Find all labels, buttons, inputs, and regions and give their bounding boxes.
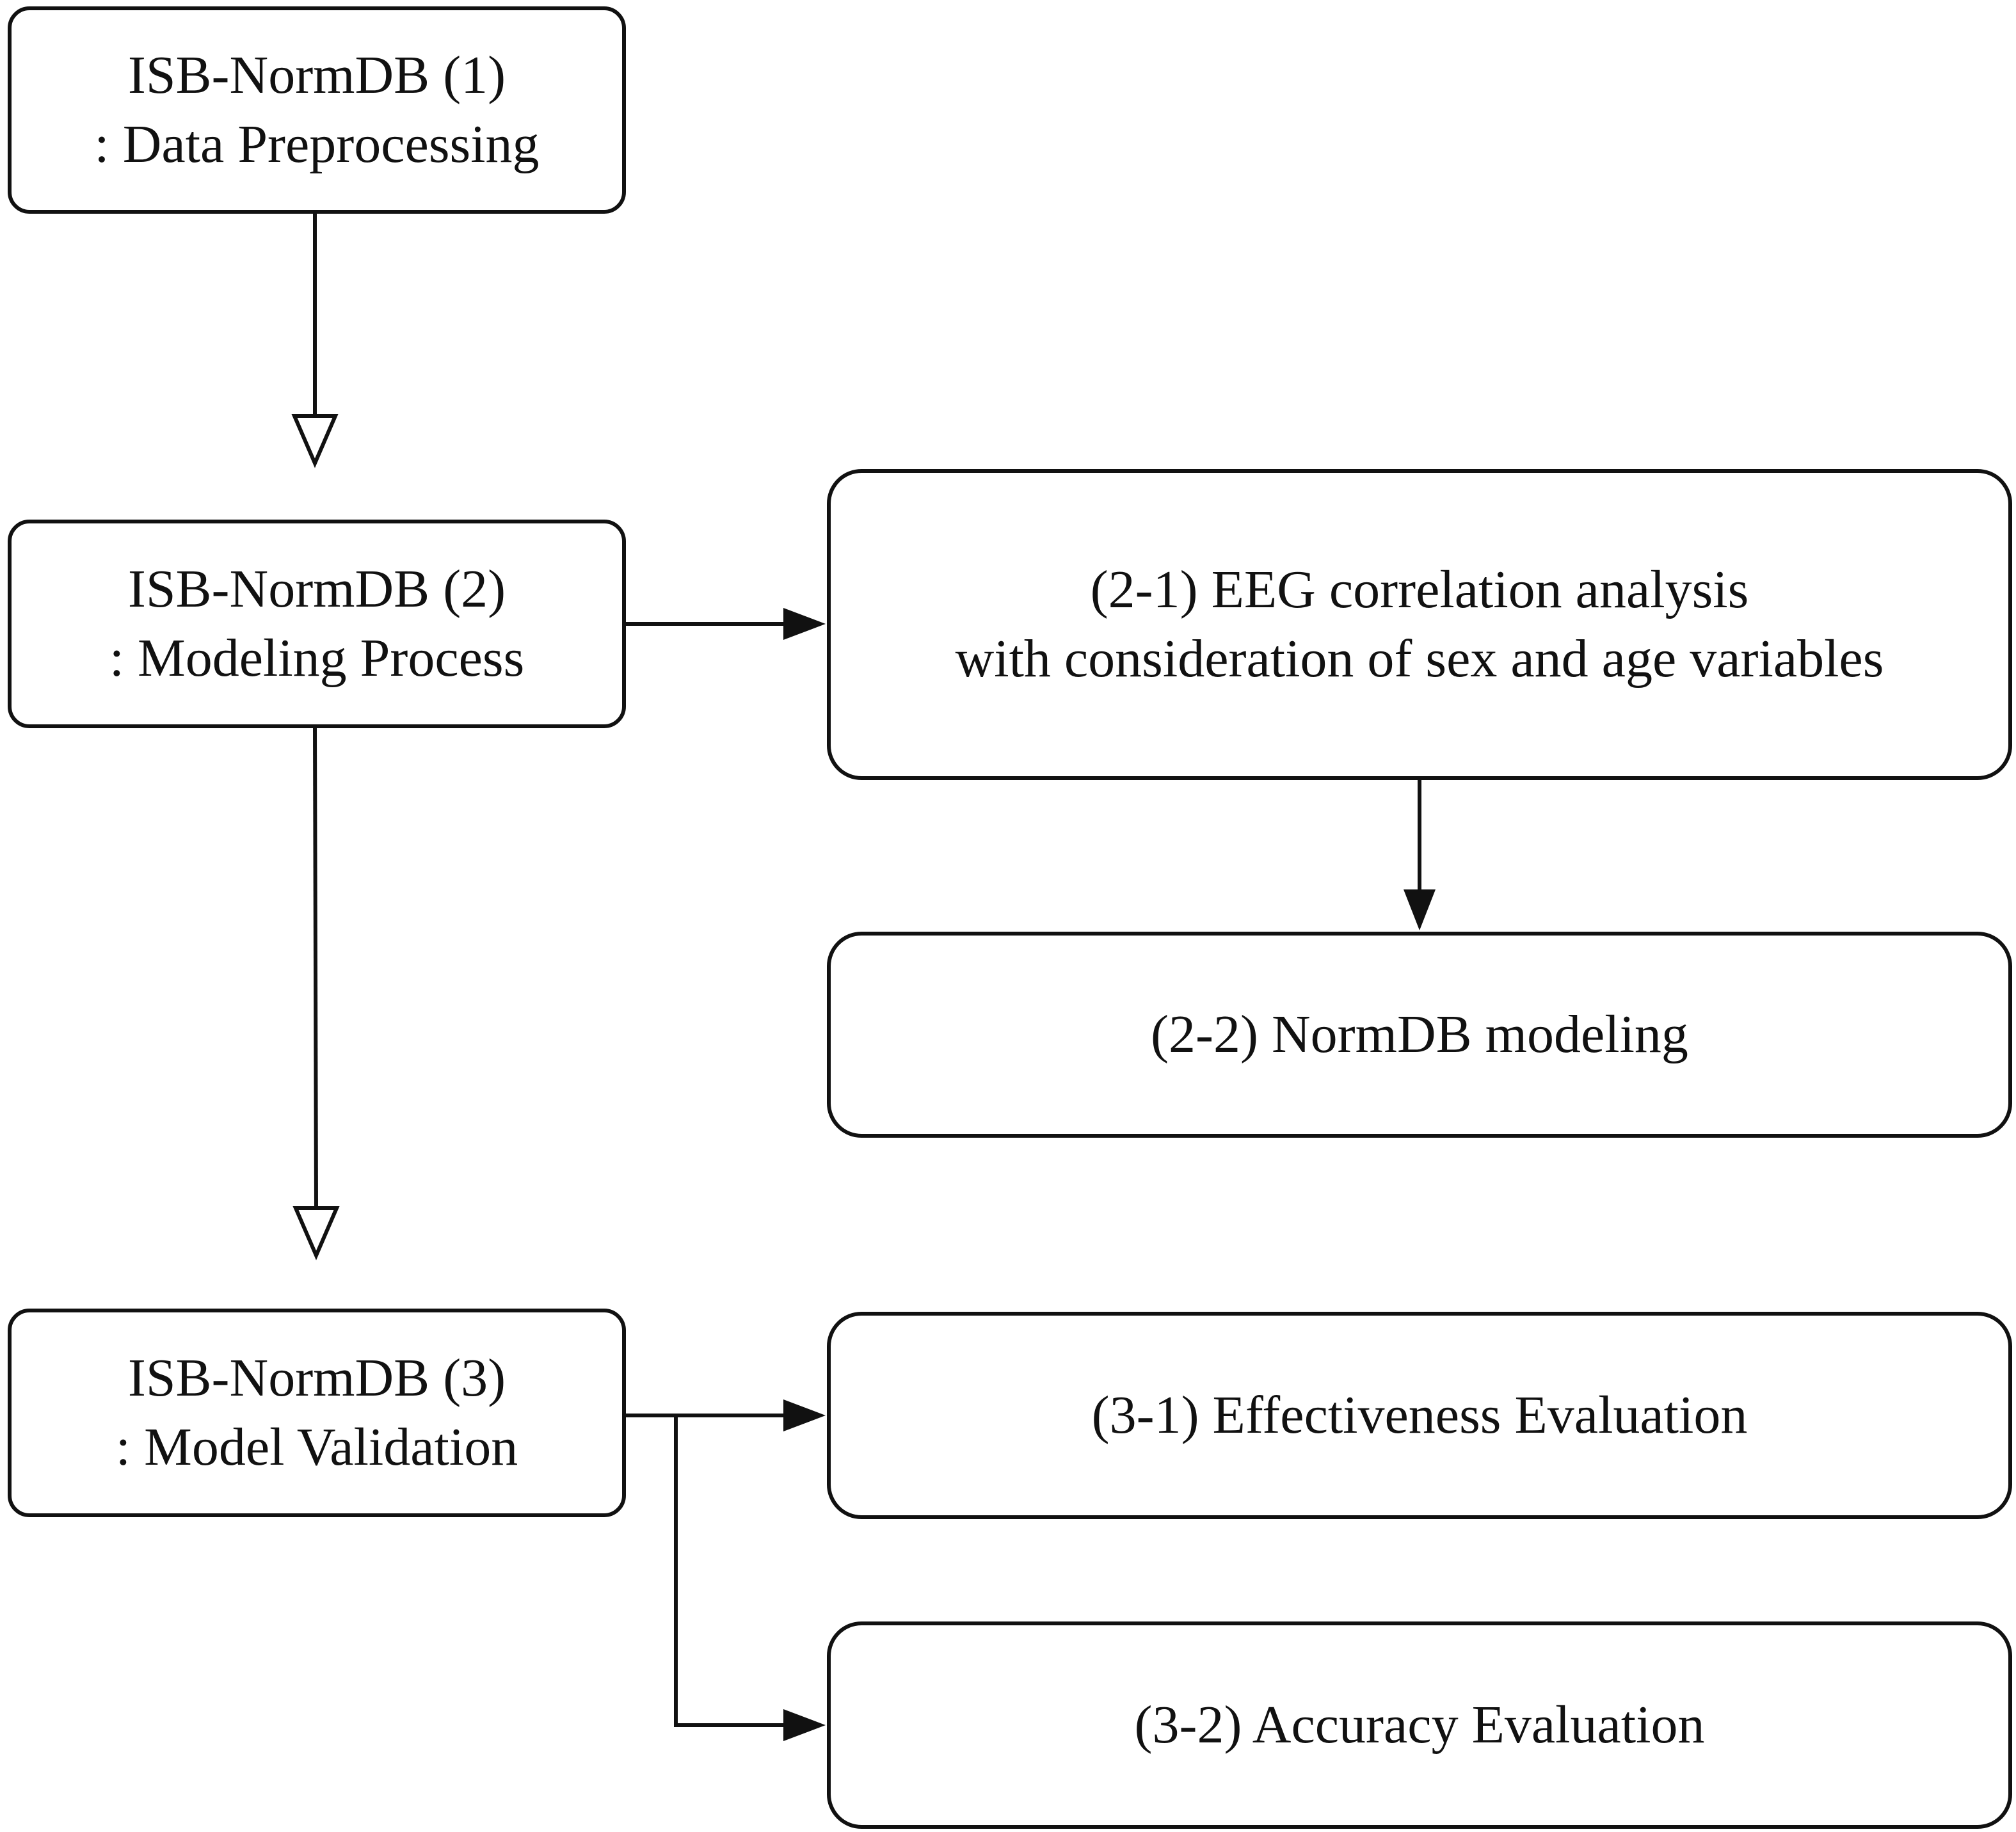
step3-1-box: (3-1) Effectiveness Evaluation bbox=[827, 1312, 2012, 1519]
step2-box: ISB-NormDB (2) : Modeling Process bbox=[8, 520, 626, 728]
arrow-step2-to-step2-1 bbox=[626, 608, 826, 640]
arrow-step2-1-to-step2-2 bbox=[1404, 780, 1436, 930]
step3-2-title: (3-2) Accuracy Evaluation bbox=[1134, 1695, 1705, 1755]
step2-title: ISB-NormDB (2) bbox=[127, 559, 506, 619]
step3-box: ISB-NormDB (3) : Model Validation bbox=[8, 1309, 626, 1517]
arrow-step3-to-step3-1 bbox=[626, 1399, 826, 1431]
step1-box: ISB-NormDB (1) : Data Preprocessing bbox=[8, 6, 626, 214]
step1-subtitle: : Data Preprocessing bbox=[94, 115, 540, 174]
step1-title: ISB-NormDB (1) bbox=[127, 45, 506, 105]
step2-2-box: (2-2) NormDB modeling bbox=[827, 932, 2012, 1138]
step2-1-title: (2-1) EEG correlation analysis bbox=[1090, 560, 1749, 619]
step2-1-subtitle: with consideration of sex and age variab… bbox=[955, 629, 1884, 689]
step2-2-title: (2-2) NormDB modeling bbox=[1151, 1005, 1688, 1064]
step3-1-title: (3-1) Effectiveness Evaluation bbox=[1091, 1385, 1748, 1445]
step3-2-box: (3-2) Accuracy Evaluation bbox=[827, 1621, 2012, 1829]
arrow-step1-to-step2 bbox=[291, 214, 339, 468]
step2-subtitle: : Modeling Process bbox=[109, 628, 525, 688]
step2-1-box: (2-1) EEG correlation analysis with cons… bbox=[827, 469, 2012, 780]
arrow-step2-to-step3 bbox=[292, 728, 340, 1261]
arrow-step3-to-step3-2 bbox=[674, 1415, 826, 1741]
step3-subtitle: : Model Validation bbox=[115, 1417, 518, 1477]
step3-title: ISB-NormDB (3) bbox=[127, 1348, 506, 1408]
